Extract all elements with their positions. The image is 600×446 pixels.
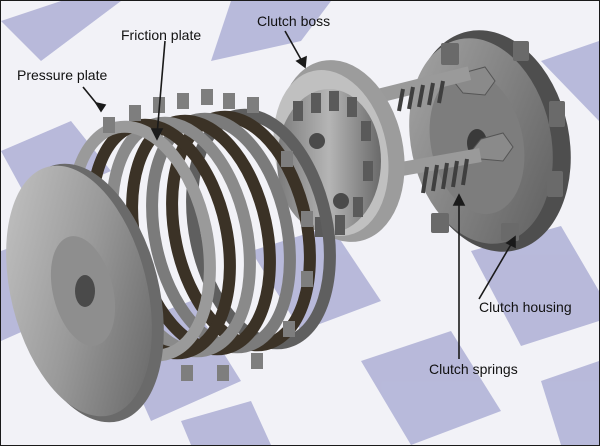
label-pressure-plate: Pressure plate [17,67,108,83]
label-friction-plate: Friction plate [121,27,202,43]
leader-lines [82,30,516,359]
pressure-plate-part [6,163,164,423]
label-clutch-boss: Clutch boss [257,13,331,29]
label-clutch-springs: Clutch springs [429,361,518,377]
clutch-housing-part [409,30,571,252]
clutch-boss-part [273,60,405,242]
label-clutch-housing: Clutch housing [479,299,572,315]
